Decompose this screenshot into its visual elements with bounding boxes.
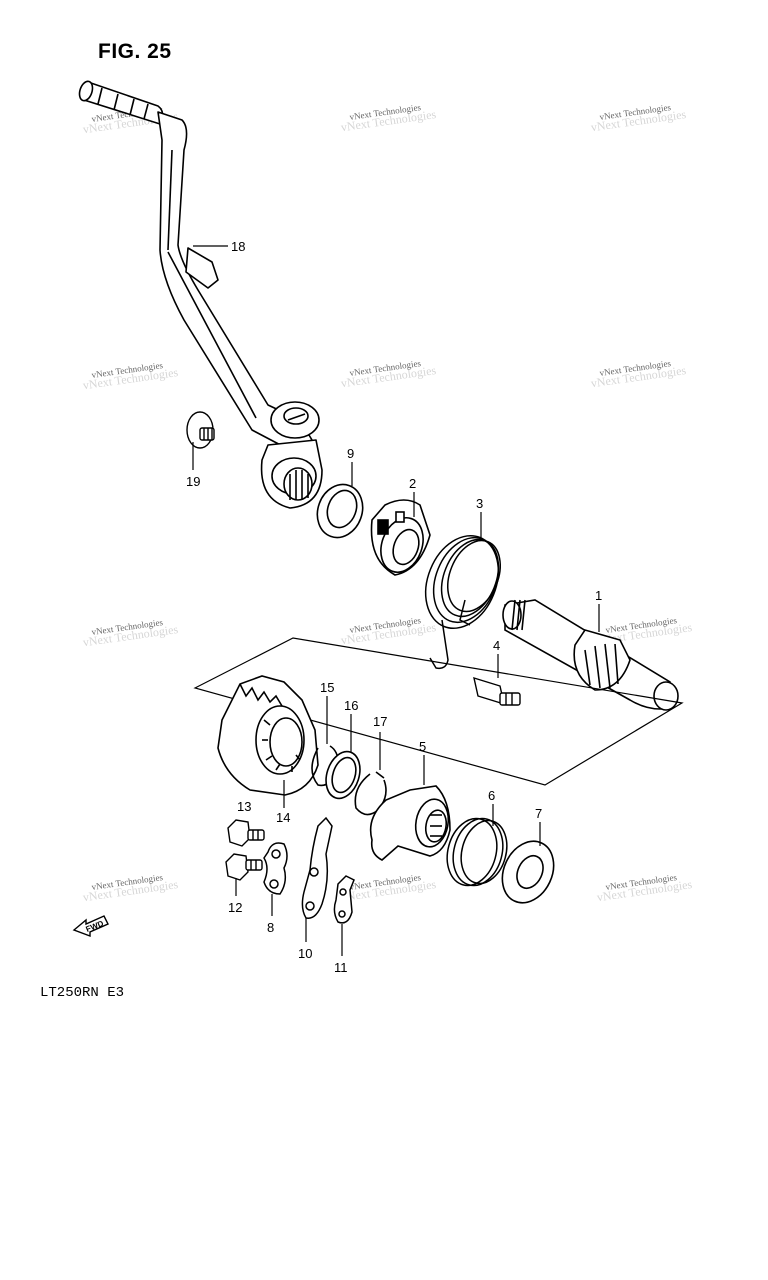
watermark: vNext Technologies vNext Technologies: [340, 102, 437, 134]
oil-seal-9: [316, 483, 364, 539]
watermark: vNext Technologies vNext Technologies: [82, 617, 179, 649]
watermark: vNext Technologies vNext Technologies: [340, 615, 437, 647]
callout-18: 18: [231, 239, 245, 254]
spring-guide-2: [370, 499, 431, 576]
callout-19: 19: [186, 474, 200, 489]
callout-10: 10: [298, 946, 312, 961]
watermark: vNext Technologies vNext Technologies: [596, 872, 693, 904]
kick-starter-5: [369, 785, 451, 861]
bolt-12: [225, 853, 263, 881]
callout-2: 2: [409, 476, 416, 491]
callout-15: 15: [320, 680, 334, 695]
fwd-arrow-icon: FWD: [72, 915, 109, 938]
callout-7: 7: [535, 806, 542, 821]
assembly-boundary: [193, 637, 684, 786]
model-code: LT250RN E3: [40, 985, 125, 1001]
starter-shaft-1: [502, 599, 679, 711]
stopper-bolt-4: [473, 676, 521, 706]
fwd-label: FWD: [85, 919, 105, 934]
washer-16: [325, 750, 361, 800]
bolt-13: [227, 819, 265, 847]
callout-12: 12: [228, 900, 242, 915]
plate-8: [263, 842, 288, 895]
return-spring-3: [424, 534, 501, 670]
callout-13: 13: [237, 799, 251, 814]
callout-14: 14: [276, 810, 290, 825]
driven-gear-14: [217, 675, 319, 796]
callout-4: 4: [493, 638, 500, 653]
watermark: vNext Technologies vNext Technologies: [82, 360, 179, 392]
spring-6: [446, 817, 508, 887]
washer-7: [501, 840, 555, 904]
callout-17: 17: [373, 714, 387, 729]
bolt-19: [186, 411, 215, 449]
lock-plate-11: [333, 875, 355, 924]
kick-starter-lever: [78, 80, 323, 509]
circlip-17: [354, 771, 387, 816]
callout-5: 5: [419, 739, 426, 754]
watermark: vNext Technologies vNext Technologies: [82, 872, 179, 904]
callout-3: 3: [476, 496, 483, 511]
watermark: vNext Technologies vNext Technologies: [340, 872, 437, 904]
figure-title: FIG. 25: [98, 40, 172, 63]
watermark: vNext Technologies vNext Technologies: [340, 358, 437, 390]
callout-8: 8: [267, 920, 274, 935]
callout-16: 16: [344, 698, 358, 713]
callout-6: 6: [488, 788, 495, 803]
callout-1: 1: [595, 588, 602, 603]
lever-grip: [78, 80, 164, 125]
watermark: vNext Technologies vNext Technologies: [590, 358, 687, 390]
callout-9: 9: [347, 446, 354, 461]
watermark: vNext Technologies vNext Technologies: [590, 102, 687, 134]
callout-11: 11: [334, 960, 348, 975]
guide-plate-10: [301, 816, 333, 919]
